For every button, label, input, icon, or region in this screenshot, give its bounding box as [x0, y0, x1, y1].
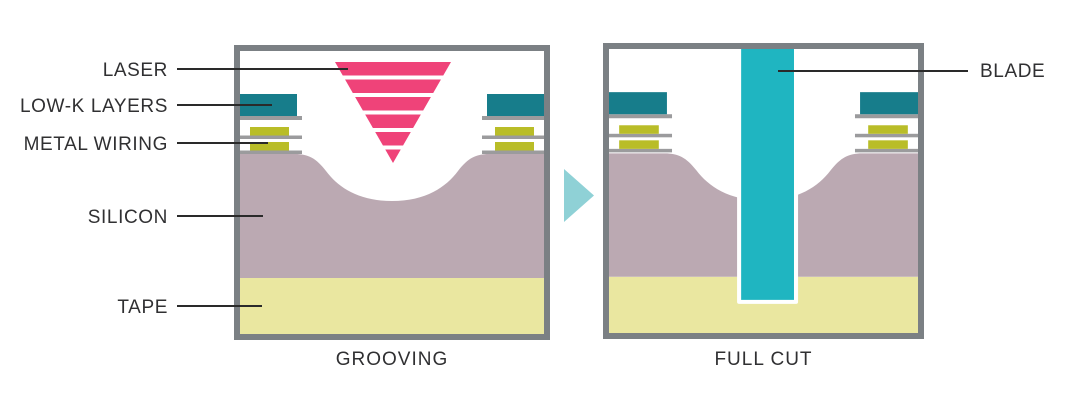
leader-line-tape [177, 305, 262, 307]
step-arrow-icon [564, 169, 594, 222]
tape-layer [240, 278, 544, 334]
leader-line-silicon [177, 215, 263, 217]
label-laser: LASER [102, 60, 168, 81]
metal-wiring-pads [619, 125, 908, 149]
panel-full-cut [603, 43, 924, 339]
label-tape: TAPE [117, 297, 168, 318]
dielectric-layer-lines [240, 116, 544, 154]
label-metal-wiring: METAL WIRING [23, 134, 168, 155]
label-silicon: SILICON [87, 207, 168, 228]
caption-full-cut: FULL CUT [714, 349, 813, 370]
leader-line-laser [177, 68, 348, 70]
label-low-k-layers: LOW-K LAYERS [20, 96, 168, 117]
low-k-layers [609, 92, 918, 115]
dicing-blade [737, 49, 799, 304]
leader-line-metal [177, 142, 268, 144]
dielectric-layer-lines [609, 114, 918, 153]
metal-wiring-pads [250, 127, 534, 151]
silicon-substrate-with-groove [240, 154, 544, 278]
laser-beam [335, 62, 451, 163]
full-cut-cross-section [609, 49, 918, 333]
grooving-cross-section [240, 62, 544, 334]
leader-line-blade [778, 70, 968, 72]
leader-line-low-k [177, 104, 272, 106]
panel-grooving [234, 45, 550, 340]
label-blade: BLADE [980, 61, 1046, 82]
caption-grooving: GROOVING [335, 349, 449, 370]
